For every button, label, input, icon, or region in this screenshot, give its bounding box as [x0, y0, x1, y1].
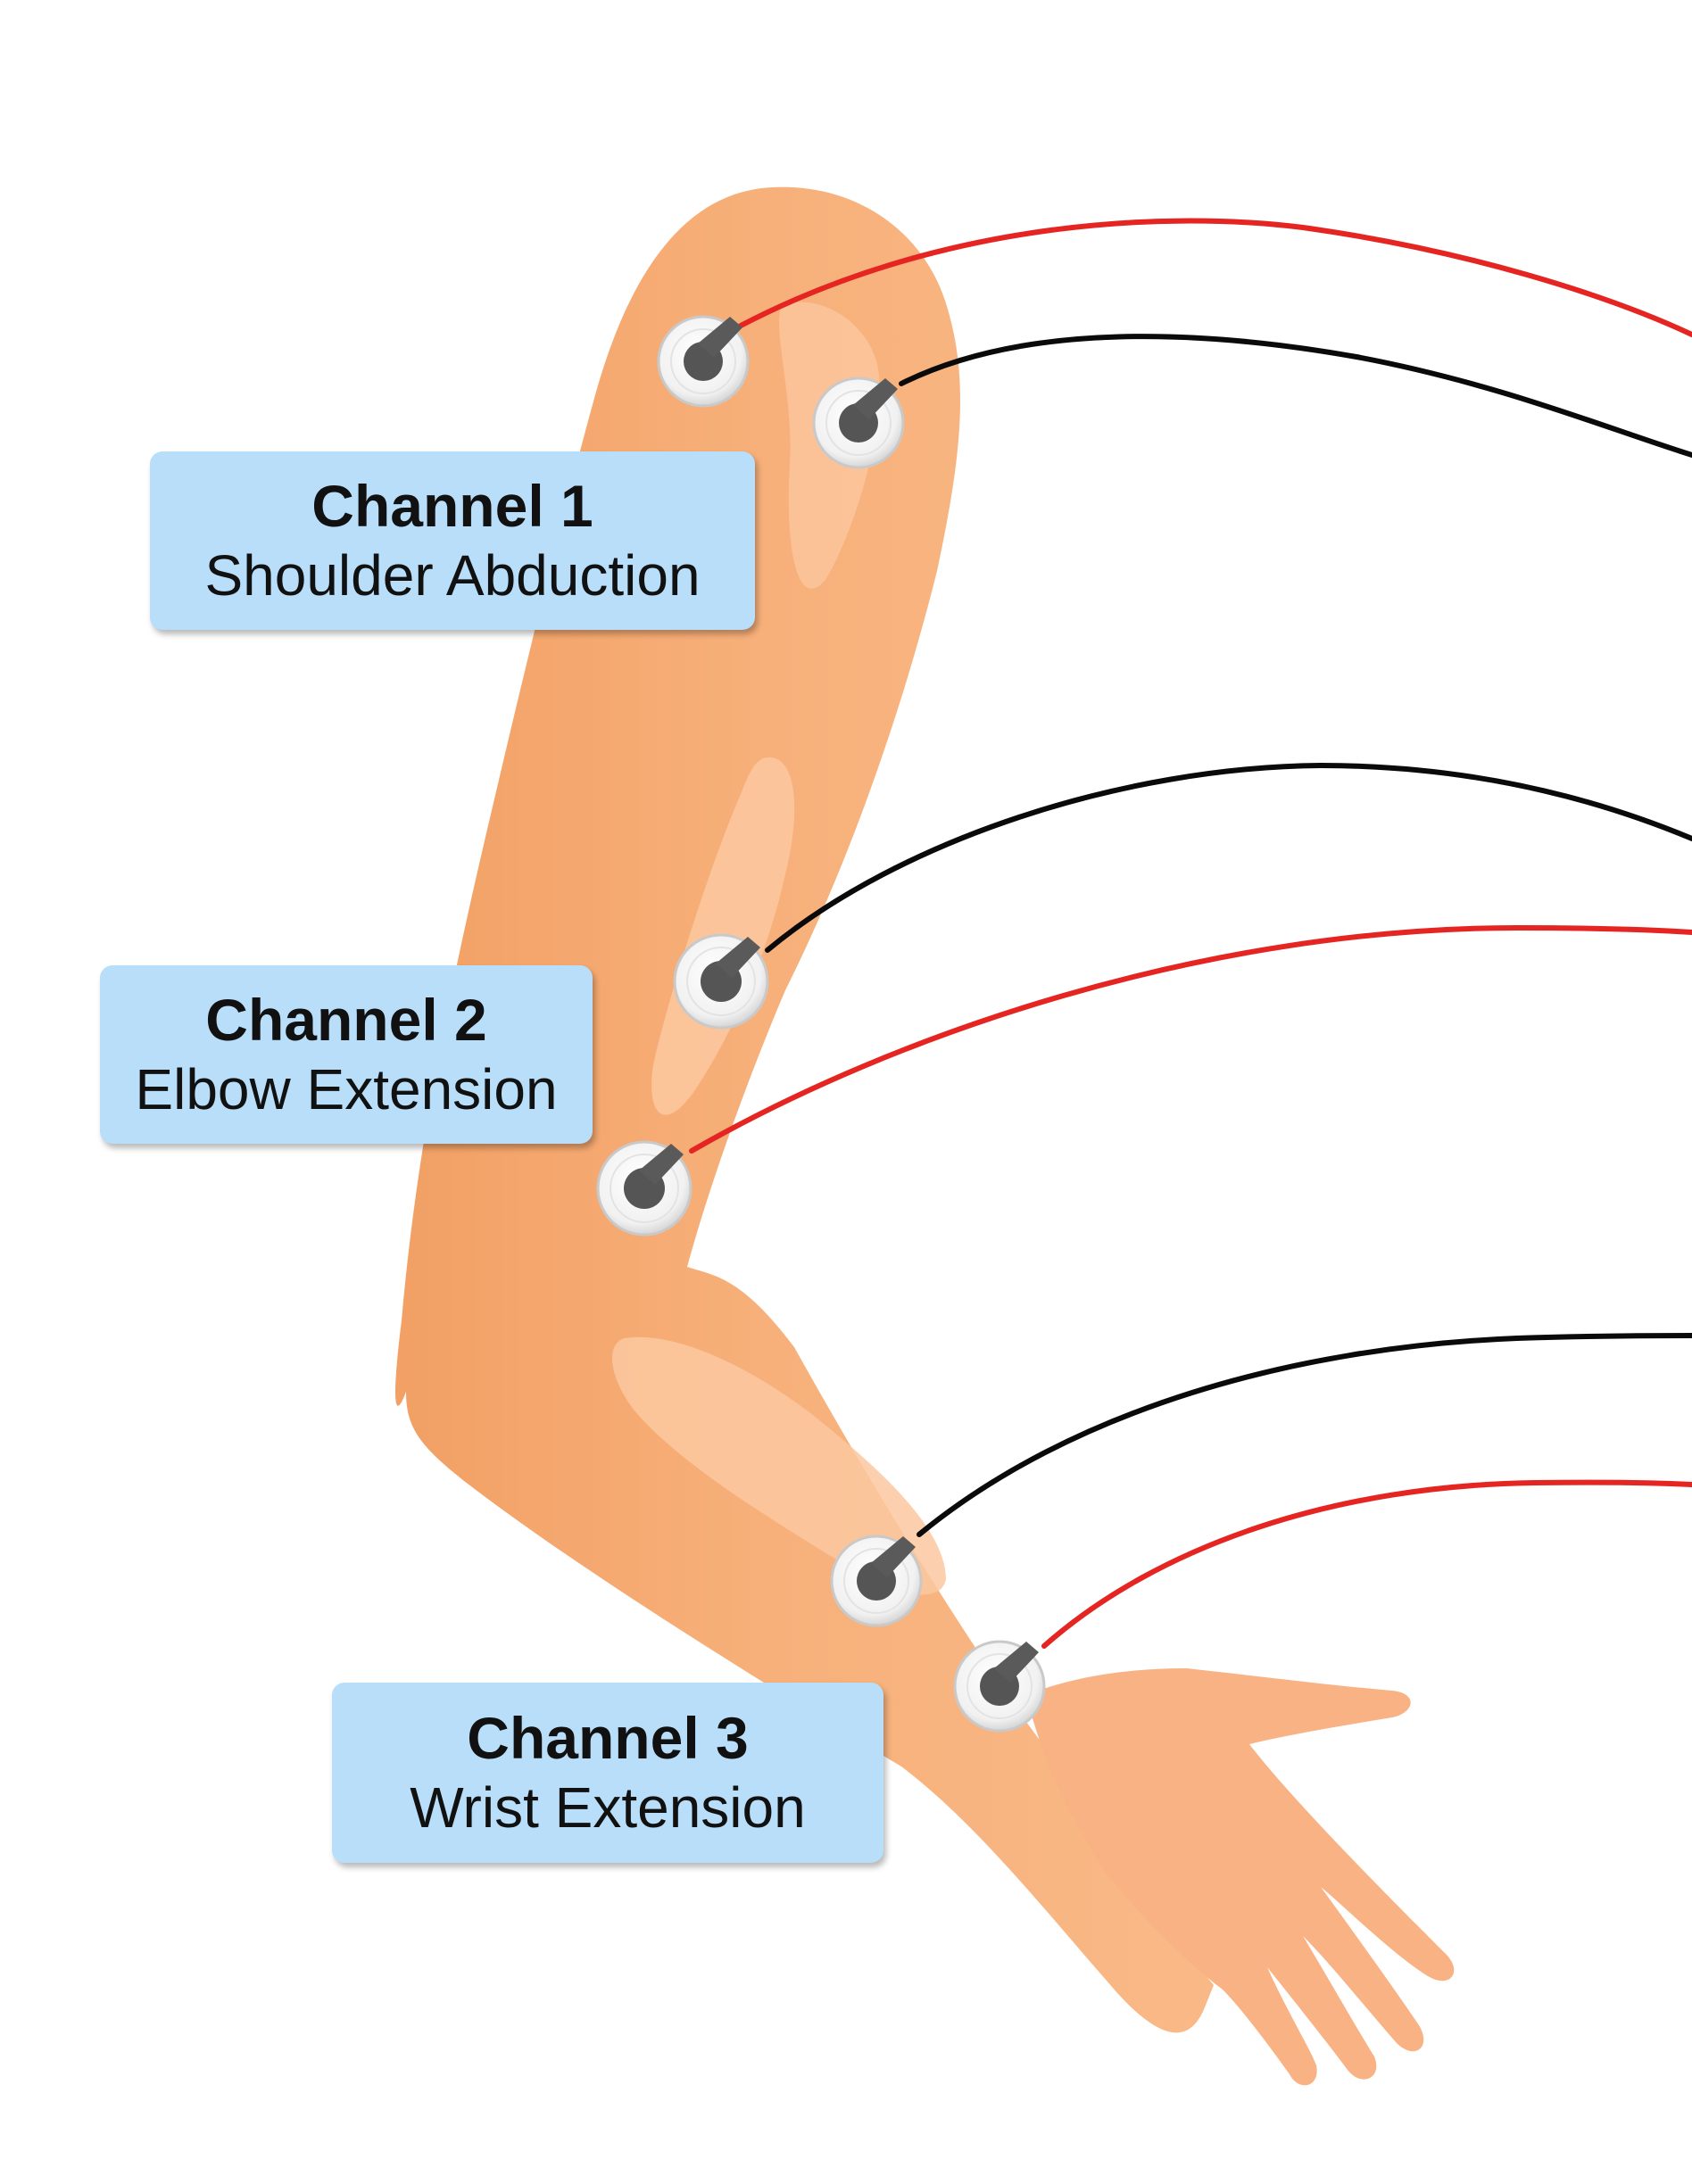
electrode-channel-2-negative — [673, 933, 769, 1030]
electrode-channel-1-positive — [657, 315, 750, 408]
channel-2-label: Channel 2 Elbow Extension — [100, 965, 593, 1144]
channel-2-negative-lead — [765, 762, 1692, 953]
electrodes — [596, 315, 1046, 1733]
hand — [1026, 1668, 1455, 2086]
channel-1-movement: Shoulder Abduction — [204, 543, 701, 608]
channel-1-positive-lead — [738, 218, 1692, 337]
channel-3-negative-lead — [916, 1333, 1692, 1537]
channel-3-movement: Wrist Extension — [410, 1775, 806, 1840]
channel-3-title: Channel 3 — [467, 1705, 749, 1771]
channel-1-label: Channel 1 Shoulder Abduction — [150, 451, 755, 630]
channel-1-title: Channel 1 — [311, 473, 593, 539]
electrode-channel-1-negative — [812, 376, 905, 469]
channel-3-label: Channel 3 Wrist Extension — [332, 1683, 883, 1863]
channel-2-title: Channel 2 — [205, 987, 487, 1053]
channel-3-positive-lead — [1041, 1479, 1692, 1649]
forearm-highlight — [612, 1336, 946, 1595]
channel-1-negative-lead — [899, 334, 1692, 458]
electrode-channel-2-positive — [596, 1140, 693, 1237]
lead-wires — [689, 218, 1692, 1649]
channel-2-movement: Elbow Extension — [135, 1057, 558, 1121]
channel-2-positive-lead — [689, 924, 1692, 1154]
arm-body — [395, 186, 1214, 2033]
electrode-channel-3-positive — [953, 1640, 1046, 1733]
electrode-channel-3-negative — [830, 1535, 923, 1627]
